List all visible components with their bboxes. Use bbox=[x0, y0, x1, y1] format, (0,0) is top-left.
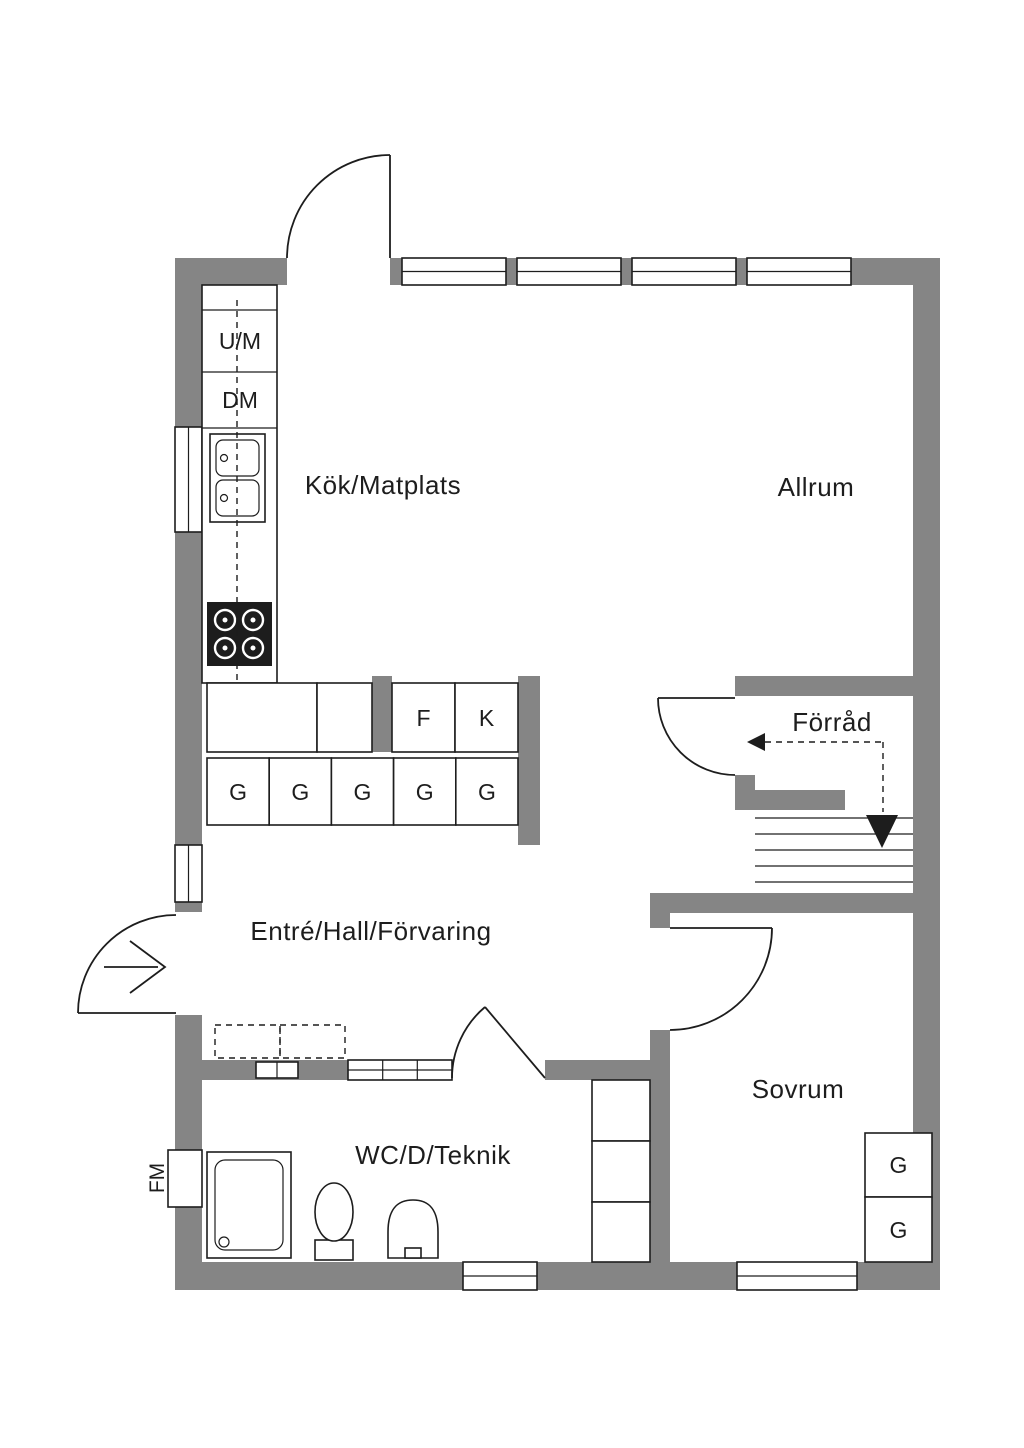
wall-storage-bottom bbox=[735, 790, 845, 810]
label-wardrobe-2: G bbox=[291, 779, 309, 805]
window-top-3 bbox=[631, 257, 737, 286]
door-main-entrance bbox=[77, 914, 177, 1014]
wall-wc-north-right bbox=[545, 1060, 650, 1080]
room-label-storage: Förråd bbox=[792, 707, 872, 737]
wc-fixtures bbox=[206, 1079, 651, 1263]
wardrobe-box bbox=[268, 757, 333, 826]
toilet-icon bbox=[314, 1182, 354, 1261]
label-freezer: F bbox=[416, 705, 430, 731]
windows bbox=[174, 257, 858, 1291]
wardrobe-box bbox=[330, 757, 395, 826]
wall-pillar-kitchen bbox=[372, 676, 392, 752]
window-left-1 bbox=[174, 426, 203, 533]
stair-arrow-icon bbox=[747, 733, 765, 751]
bedroom-wardrobes bbox=[864, 1132, 933, 1263]
wardrobe-box bbox=[454, 757, 519, 826]
door-storage bbox=[657, 697, 736, 776]
kitchen-fixtures bbox=[201, 284, 372, 713]
stair-direction-icon bbox=[866, 815, 898, 848]
room-label-kitchen: Kök/Matplats bbox=[305, 470, 461, 500]
room-label-living: Allrum bbox=[778, 472, 855, 502]
hall-wardrobes bbox=[214, 1024, 346, 1079]
wall-right bbox=[913, 258, 940, 1290]
wall-left-2 bbox=[175, 532, 202, 845]
wardrobe-box bbox=[864, 1196, 933, 1263]
doors bbox=[77, 154, 773, 1079]
stove-icon bbox=[207, 602, 272, 666]
label-dishwasher: DM bbox=[222, 387, 258, 413]
window-top-2 bbox=[516, 257, 622, 286]
wardrobe-box bbox=[864, 1132, 933, 1198]
door-bedroom bbox=[669, 927, 773, 1031]
labels: Kök/Matplats Allrum Förråd Entré/Hall/Fö… bbox=[146, 328, 907, 1243]
window-top-1 bbox=[401, 257, 507, 286]
wall-storage-top bbox=[735, 676, 940, 696]
kitchen-cabinets bbox=[206, 682, 519, 826]
entrance-arrow bbox=[104, 940, 167, 994]
tech-cabinet bbox=[591, 1079, 651, 1263]
window-left-2 bbox=[174, 844, 203, 903]
wall-mid-horizontal bbox=[650, 893, 940, 913]
cabinet-box bbox=[316, 682, 373, 753]
window-top-4 bbox=[746, 257, 852, 286]
wardrobe-dashed bbox=[279, 1024, 346, 1059]
label-wardrobe-bedroom-1: G bbox=[890, 1152, 908, 1178]
label-wardrobe-4: G bbox=[416, 779, 434, 805]
room-label-bedroom: Sovrum bbox=[752, 1074, 845, 1104]
stairs bbox=[747, 733, 913, 883]
room-label-wc: WC/D/Teknik bbox=[355, 1140, 511, 1170]
label-washer: U/M bbox=[219, 328, 261, 354]
label-meter-cabinet: FM bbox=[146, 1163, 169, 1193]
freezer-box bbox=[391, 682, 456, 753]
window-bottom-2 bbox=[736, 1261, 858, 1291]
wardrobe-dashed bbox=[214, 1024, 281, 1059]
wall-left-1 bbox=[175, 258, 202, 427]
label-wardrobe-5: G bbox=[478, 779, 496, 805]
label-fridge: K bbox=[479, 705, 495, 731]
wall-left-4 bbox=[175, 1015, 202, 1150]
room-label-hall: Entré/Hall/Förvaring bbox=[250, 916, 491, 946]
shower-icon bbox=[206, 1151, 292, 1259]
window-bottom-1 bbox=[462, 1261, 538, 1291]
wall-left-3 bbox=[175, 902, 202, 912]
interior-glazed-opening bbox=[347, 1059, 453, 1081]
washbasin-icon bbox=[387, 1199, 439, 1259]
wall-right-of-cabinets bbox=[518, 676, 540, 845]
label-wardrobe-bedroom-2: G bbox=[890, 1217, 908, 1243]
cabinet-box bbox=[206, 682, 318, 753]
wardrobe-box bbox=[206, 757, 271, 826]
meter-cabinet bbox=[167, 1149, 203, 1208]
fridge-box bbox=[454, 682, 519, 753]
wall-bedroom-west bbox=[650, 1030, 670, 1262]
wall-bedroom-west-stub bbox=[650, 913, 670, 928]
label-wardrobe-3: G bbox=[354, 779, 372, 805]
door-wc bbox=[451, 1006, 546, 1079]
label-wardrobe-1: G bbox=[229, 779, 247, 805]
door-kitchen-exterior bbox=[286, 154, 391, 259]
